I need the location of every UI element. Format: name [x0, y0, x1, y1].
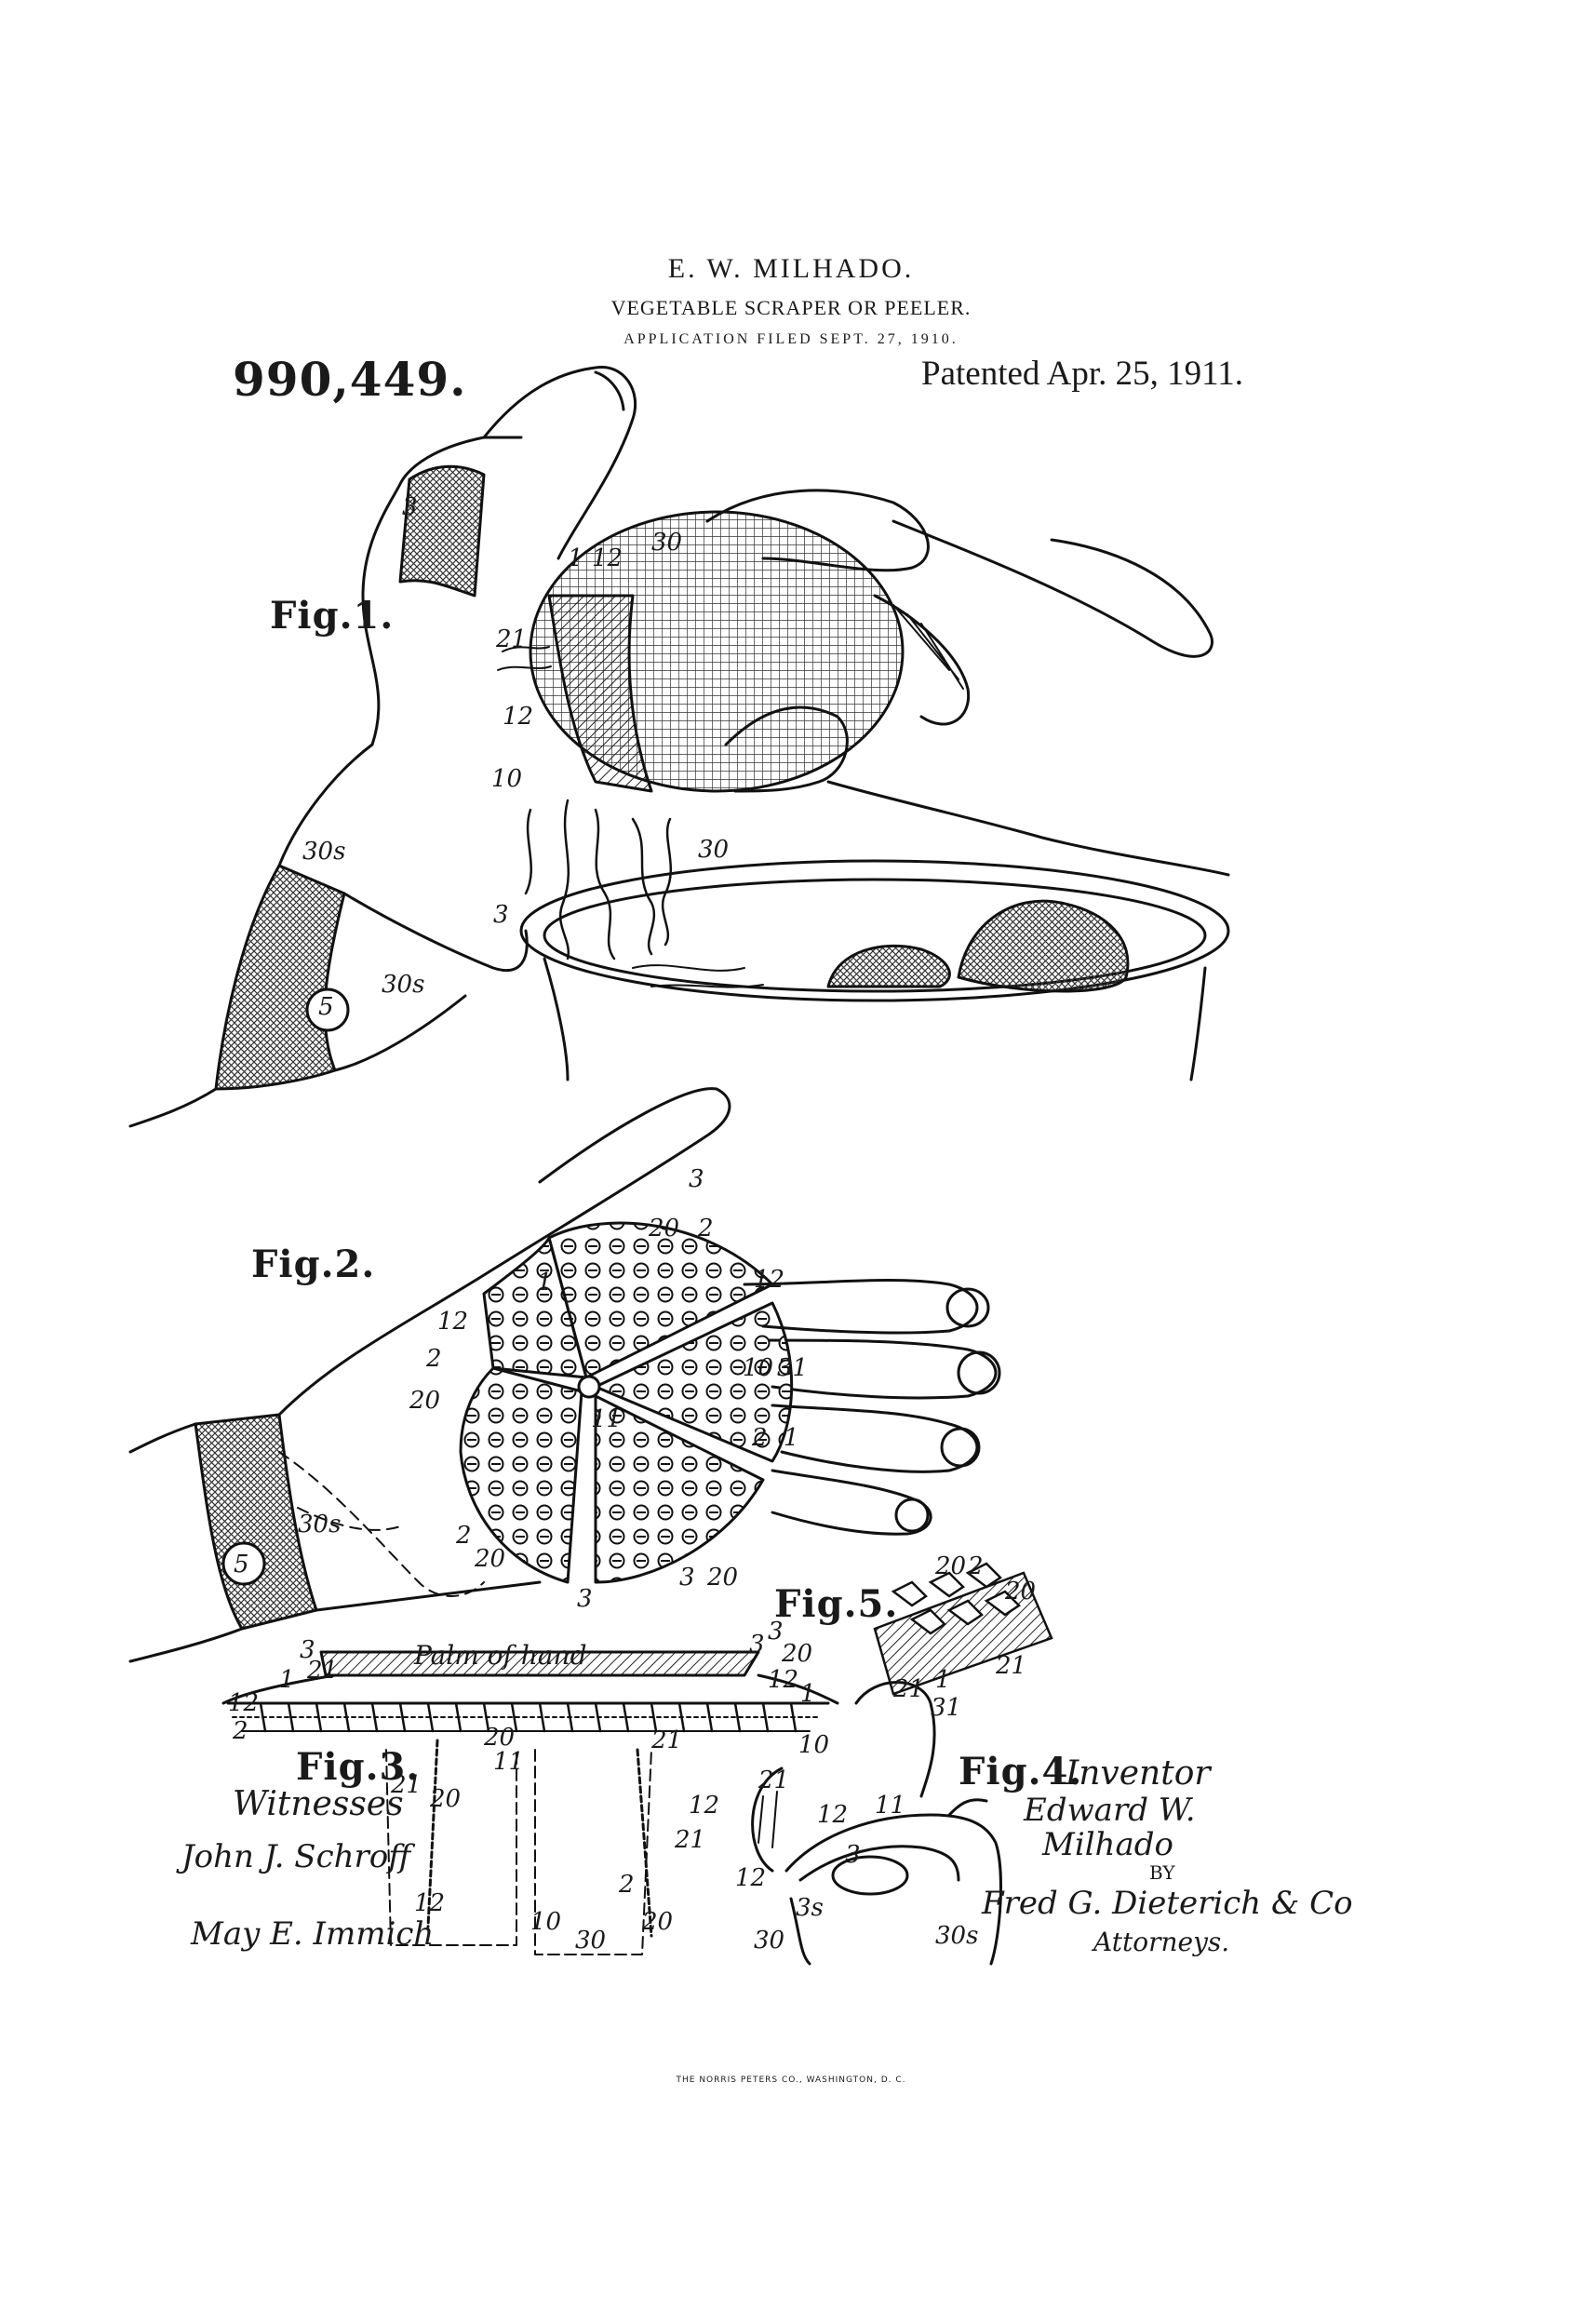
ref-numeral: 30 — [575, 1927, 607, 1955]
ref-numeral: 20 — [409, 1387, 441, 1415]
ref-numeral: 1 — [935, 1666, 951, 1694]
filing-date: APPLICATION FILED SEPT. 27, 1910. — [623, 331, 959, 347]
ref-numeral: 1 — [784, 1424, 799, 1452]
ref-numeral: 10 — [798, 1731, 830, 1759]
ref-numeral: 2 — [698, 1215, 714, 1243]
palm-label: Palm of hand — [414, 1640, 587, 1671]
ref-numeral: 21 — [651, 1726, 683, 1754]
ref-numeral: 20 — [642, 1908, 674, 1936]
ref-numeral: 1 — [279, 1666, 295, 1694]
ref-numeral: 12 — [228, 1689, 260, 1717]
ref-numeral: 11 — [875, 1792, 906, 1820]
ref-numeral: 2 — [752, 1424, 768, 1452]
ref-numeral: 3 — [679, 1564, 695, 1592]
ref-numeral: 31 — [931, 1694, 962, 1722]
ref-numeral: 21 — [391, 1771, 422, 1799]
ref-numeral: 2 — [426, 1345, 442, 1373]
ref-numeral: 1 — [537, 1269, 553, 1296]
ref-numeral: 30s — [935, 1922, 979, 1950]
fig3-drawing — [221, 1650, 839, 1955]
ref-numeral: 21 — [496, 625, 528, 653]
fig1-drawing — [128, 366, 1230, 1128]
fig2-label: Fig.2. — [251, 1243, 376, 1286]
by-label: BY — [1149, 1861, 1175, 1884]
ref-numeral: 1 — [800, 1680, 816, 1708]
ref-numeral: 30s — [302, 838, 346, 866]
ref-numeral: 20 — [935, 1552, 967, 1580]
ref-numeral: 3 — [768, 1618, 784, 1646]
ref-numeral: 21 — [758, 1767, 790, 1794]
ref-numeral: 3s — [796, 1894, 824, 1922]
ref-numeral: 21 — [675, 1826, 706, 1854]
ref-numeral: 3 — [845, 1841, 861, 1869]
ref-numeral: 5 — [234, 1551, 249, 1578]
ref-numeral: 20 — [430, 1785, 462, 1813]
ref-numeral: 2 — [456, 1522, 472, 1550]
ref-numeral: 12 — [503, 703, 534, 731]
ref-numeral: 3 — [577, 1585, 593, 1613]
fig1-label: Fig.1. — [270, 594, 395, 638]
ref-numeral: 30 — [698, 836, 730, 864]
ref-numeral: 11 — [591, 1405, 623, 1433]
ref-numeral: 30 — [651, 529, 683, 557]
ref-numeral: 30s — [382, 971, 425, 999]
ref-numeral: 20 — [782, 1640, 813, 1668]
ref-numeral: 12 — [689, 1792, 720, 1820]
inventor-signature-1: Edward W. — [1024, 1792, 1196, 1829]
patent-date: Patented Apr. 25, 1911. — [921, 355, 1243, 393]
inventor-label: Inventor — [1066, 1754, 1211, 1793]
ref-numeral: 12 — [735, 1864, 767, 1892]
ref-numeral: 20 — [707, 1564, 739, 1592]
ref-numeral: 12 — [437, 1308, 469, 1336]
ref-numeral: 10 — [530, 1908, 562, 1936]
ref-numeral: 10 — [743, 1354, 774, 1382]
ref-numeral: 12 — [817, 1801, 849, 1829]
ref-numeral: 3 — [300, 1636, 315, 1664]
ref-numeral: 21 — [996, 1652, 1027, 1680]
ref-numeral: 31 — [777, 1354, 809, 1382]
ref-numeral: 2 — [233, 1717, 248, 1745]
ref-numeral: 2 — [968, 1552, 984, 1580]
ref-numeral: 21 — [893, 1675, 925, 1703]
fig2-drawing — [128, 1087, 1001, 1663]
ref-numeral: 12 — [592, 544, 623, 572]
ref-numeral: 3 — [689, 1165, 704, 1193]
ref-numeral: 21 — [307, 1657, 339, 1685]
ref-numeral: 30s — [298, 1511, 342, 1538]
printer-credit: THE NORRIS PETERS CO., WASHINGTON, D. C. — [676, 2075, 906, 2085]
ref-numeral: 3 — [749, 1631, 765, 1659]
fig5-drawing — [873, 1562, 1053, 1696]
ref-numeral: 12 — [754, 1266, 785, 1294]
witness-signature-1: John J. Schroff — [181, 1838, 411, 1875]
patent-title: VEGETABLE SCRAPER OR PEELER. — [610, 296, 972, 319]
ref-numeral: 3 — [402, 493, 418, 521]
ref-numeral: 20 — [484, 1724, 516, 1752]
witnesses-label: Witnesses — [233, 1785, 404, 1823]
patent-number: 990,449. — [233, 352, 467, 407]
fig4-drawing — [751, 1681, 1002, 1966]
ref-numeral: 20 — [1005, 1578, 1037, 1605]
attorneys-label: Attorneys. — [1093, 1927, 1230, 1957]
ref-numeral: 12 — [414, 1889, 446, 1917]
ref-numeral: 1 — [568, 544, 583, 572]
inventor-heading: E. W. MILHADO. — [667, 253, 915, 284]
ref-numeral: 20 — [475, 1545, 506, 1573]
ref-numeral: 12 — [768, 1666, 799, 1694]
ref-numeral: 3 — [493, 901, 509, 929]
ref-numeral: 10 — [491, 765, 523, 793]
ref-numeral: 5 — [318, 993, 334, 1021]
inventor-signature-2: Milhado — [1042, 1826, 1173, 1863]
fig5-label: Fig.5. — [774, 1582, 899, 1626]
attorney-signature: Fred G. Dieterich & Co — [982, 1885, 1353, 1922]
witness-signature-2: May E. Immich — [191, 1915, 435, 1953]
ref-numeral: 11 — [493, 1748, 525, 1776]
fig3-label: Fig.3. — [296, 1745, 421, 1789]
ref-numeral: 20 — [649, 1215, 680, 1243]
ref-numeral: 30 — [754, 1927, 785, 1955]
fig4-label: Fig.4. — [959, 1750, 1083, 1793]
ref-numeral: 2 — [619, 1871, 635, 1899]
